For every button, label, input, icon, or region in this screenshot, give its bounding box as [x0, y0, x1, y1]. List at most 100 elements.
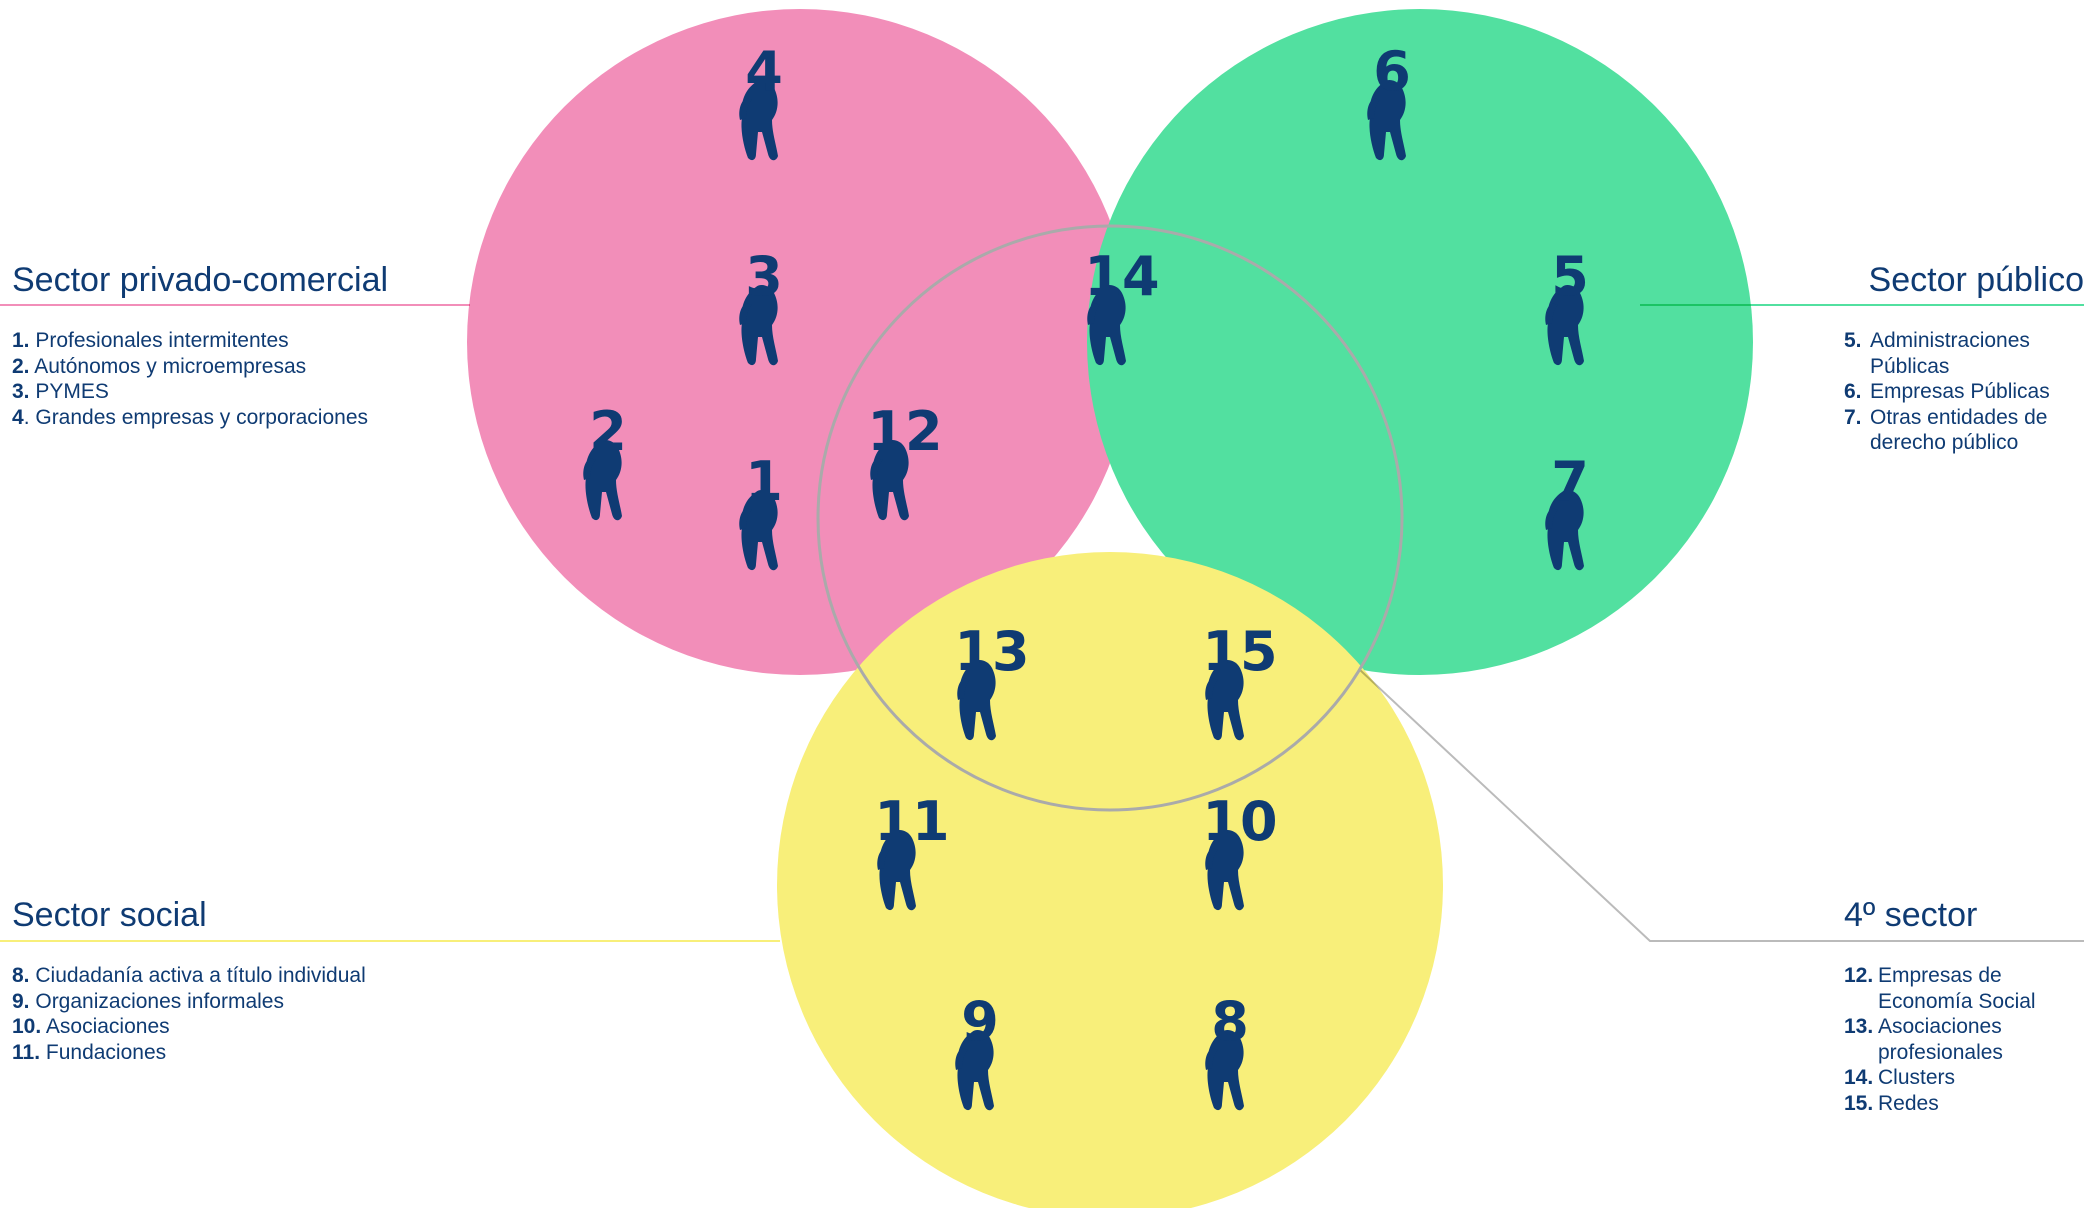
legend-item-number: 15. [1844, 1091, 1874, 1115]
legend-item: 2. Autónomos y microempresas [12, 354, 388, 380]
actor-number-label: 11 [874, 790, 949, 853]
legend-item: 14.Clusters [1844, 1065, 2084, 1091]
actor-number-label: 7 [1551, 450, 1589, 513]
actor-number-label: 10 [1202, 790, 1277, 853]
legend-item: 15.Redes [1844, 1091, 2084, 1117]
legend-item-label: Fundaciones [45, 1040, 167, 1064]
person-arm [957, 678, 970, 700]
legend-item-label: PYMES [35, 380, 109, 403]
actor-number-label: 2 [589, 400, 627, 463]
legend-item: 6. Empresas Públicas [1844, 379, 2084, 405]
legend-item: 3. PYMES [12, 379, 388, 405]
legend-item-label: Otras entidades de derecho público [1870, 405, 2048, 455]
legend-fourth-list: 12.Empresas de Economía Social 13.Asocia… [1844, 963, 2084, 1116]
person-arm [1205, 848, 1218, 870]
actor-number-label: 14 [1084, 245, 1159, 308]
private-sector-circle [467, 9, 1133, 675]
actor-figure-5: 5 [1545, 245, 1589, 366]
fourth-sector-circle [816, 224, 1404, 812]
actor-number-label: 15 [1202, 620, 1277, 683]
actor-figure-11: 11 [874, 790, 950, 911]
public-sector-circle [1087, 9, 1753, 675]
legend-fourth-sector: 4º sector 12.Empresas de Economía Social… [1844, 896, 2084, 1116]
actor-figure-1: 1 [739, 450, 783, 571]
legend-public-title: Sector público [1868, 261, 2084, 299]
legend-item-label: Redes [1878, 1091, 1939, 1115]
legend-item-number: 14. [1844, 1066, 1874, 1089]
legend-item-number: 5. [1844, 329, 1862, 352]
actor-figure-4: 4 [739, 40, 783, 161]
legend-item-number: 11. [12, 1040, 41, 1064]
person-arm [739, 98, 752, 120]
actor-number-label: 8 [1211, 990, 1249, 1053]
actor-figure-3: 3 [739, 245, 783, 366]
legend-social-list: 8. Ciudadanía activa a título individual… [12, 963, 366, 1065]
legend-item-label: Empresas de Economía Social [1878, 964, 2036, 1013]
actor-figure-10: 10 [1202, 790, 1278, 911]
legend-item-number: 8. [12, 964, 30, 987]
legend-item: 8. Ciudadanía activa a título individual [12, 963, 366, 989]
legend-item-label: . Grandes empresas y corporaciones [23, 405, 369, 429]
legend-item: 13.Asociaciones profesionales [1844, 1014, 2084, 1065]
legend-item-label: Profesionales intermitentes [35, 329, 289, 352]
legend-item-number: 7. [1844, 405, 1862, 429]
legend-item-label: Clusters [1878, 1066, 1956, 1089]
actor-figure-2: 2 [583, 400, 627, 521]
person-arm [739, 303, 752, 325]
legend-public-list: 5. Administraciones Públicas 6. Empresas P… [1844, 328, 2084, 456]
person-arm [870, 458, 883, 480]
actor-figure-9: 9 [955, 990, 999, 1111]
person-arm [1205, 1048, 1218, 1070]
legend-item-label: Administraciones Públicas [1870, 329, 2030, 378]
legend-item-number: 10. [12, 1015, 42, 1038]
actor-figure-12: 12 [867, 400, 943, 521]
legend-item: 12.Empresas de Economía Social [1844, 963, 2084, 1014]
actor-number-label: 9 [961, 990, 999, 1053]
legend-item: 5. Administraciones Públicas [1844, 328, 2084, 379]
actor-number-label: 5 [1551, 245, 1589, 308]
legend-item-number: 12. [1844, 964, 1874, 987]
legend-item: 1. Profesionales intermitentes [12, 328, 388, 354]
legend-private-list: 1. Profesionales intermitentes 2. Autóno… [12, 328, 388, 430]
actor-number-label: 13 [954, 620, 1029, 683]
actor-number-label: 4 [745, 40, 783, 103]
legend-item-label: Asociaciones [45, 1015, 170, 1038]
legend-item-label: Empresas Públicas [1870, 380, 2050, 403]
legend-item-number: 6. [1844, 380, 1862, 403]
actor-number-label: 12 [867, 400, 942, 463]
actor-figure-15: 15 [1202, 620, 1278, 741]
legend-item: 11. Fundaciones [12, 1040, 366, 1066]
actor-figure-13: 13 [954, 620, 1030, 741]
person-arm [583, 458, 596, 480]
legend-item-number: 3. [12, 380, 30, 403]
legend-item-number: 13. [1844, 1015, 1874, 1038]
legend-private-sector: Sector privado-comercial 1. Profesionale… [12, 261, 388, 430]
person-arm [877, 848, 890, 870]
legend-social-sector: Sector social 8. Ciudadanía activa a tít… [12, 896, 366, 1065]
actor-number-label: 6 [1373, 40, 1411, 103]
legend-item: 7. Otras entidades de derecho público [1844, 405, 2084, 456]
person-arm [1087, 303, 1100, 325]
legend-item: 10. Asociaciones [12, 1014, 366, 1040]
legend-social-title: Sector social [12, 896, 207, 934]
person-arm [739, 508, 752, 530]
person-arm [1205, 678, 1218, 700]
person-arm [1545, 303, 1558, 325]
actor-figure-6: 6 [1367, 40, 1411, 161]
legend-item: 4. Grandes empresas y corporaciones [12, 405, 388, 431]
actor-number-label: 3 [745, 245, 783, 308]
actor-number-label: 1 [745, 450, 783, 513]
actor-figure-7: 7 [1545, 450, 1589, 571]
legend-item: 9. Organizaciones informales [12, 989, 366, 1015]
legend-item-label: Organizaciones informales [35, 989, 284, 1013]
legend-public-sector: Sector público 5. Administraciones Públic… [1844, 261, 2084, 456]
actor-figure-8: 8 [1205, 990, 1249, 1111]
legend-item-number: 4 [12, 405, 24, 429]
legend-private-title: Sector privado-comercial [12, 261, 389, 299]
legend-item-number: 1. [12, 329, 30, 352]
person-arm [955, 1048, 968, 1070]
legend-item-label: Asociaciones profesionales [1878, 1015, 2003, 1064]
legend-item-number: 2. [12, 354, 30, 378]
